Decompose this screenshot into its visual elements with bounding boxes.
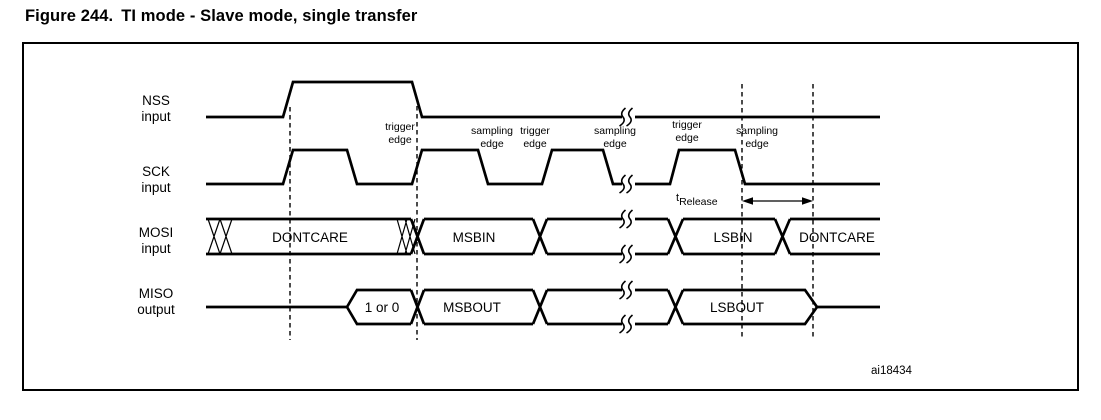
signal-label-nss: NSS input (106, 93, 206, 125)
nss-waveform (206, 80, 880, 119)
figure-number: Figure 244. (25, 7, 114, 25)
signal-name: MOSI (138, 225, 174, 240)
miso-segment-bit: 1 or 0 (364, 300, 400, 315)
edge-label-sampling-2: sampling edge (593, 125, 637, 150)
sck-waveform (206, 148, 880, 186)
signal-label-miso: MISO output (106, 286, 206, 318)
edge-label-sampling-3: sampling edge (735, 125, 779, 150)
miso-break-icon (619, 280, 634, 334)
signal-direction: input (141, 180, 171, 195)
sck-break-icon (619, 174, 634, 194)
t-release-arrow-icon (742, 197, 813, 205)
signal-name: SCK (142, 164, 170, 179)
edge-label-trigger-3: trigger edge (672, 119, 702, 144)
mosi-hatch-icon (207, 218, 416, 255)
image-id: ai18434 (871, 365, 912, 377)
edge-label-trigger-2: trigger edge (520, 125, 550, 150)
edge-label-trigger-1: trigger edge (385, 121, 415, 146)
signal-label-sck: SCK input (106, 164, 206, 196)
mosi-segment-dontcare-2: DONTCARE (799, 230, 875, 245)
figure-title-text: TI mode - Slave mode, single transfer (121, 7, 418, 25)
mosi-bus (206, 217, 880, 256)
mosi-segment-dontcare-1: DONTCARE (272, 230, 348, 245)
mosi-segment-lsbin: LSBIN (713, 230, 753, 245)
t-release-label: tRelease (676, 192, 718, 210)
signal-name: MISO (138, 286, 174, 301)
edge-label-sampling-1: sampling edge (470, 125, 514, 150)
mosi-segment-msbin: MSBIN (452, 230, 496, 245)
dashed-guide-lines (289, 84, 814, 340)
signal-direction: input (141, 109, 171, 124)
t-symbol: t (676, 192, 680, 204)
figure-title: Figure 244. TI mode - Slave mode, single … (25, 7, 417, 26)
signal-direction: output (137, 302, 175, 317)
signal-label-mosi: MOSI input (106, 225, 206, 257)
nss-break-icon (619, 107, 634, 127)
t-subscript: Release (679, 196, 718, 208)
signal-direction: input (141, 241, 171, 256)
miso-segment-msbout: MSBOUT (443, 300, 501, 315)
miso-bus (206, 288, 880, 326)
mosi-break-icon (619, 209, 634, 264)
signal-name: NSS (142, 93, 170, 108)
miso-segment-lsbout: LSBOUT (709, 300, 764, 315)
figure-frame (22, 42, 1079, 391)
